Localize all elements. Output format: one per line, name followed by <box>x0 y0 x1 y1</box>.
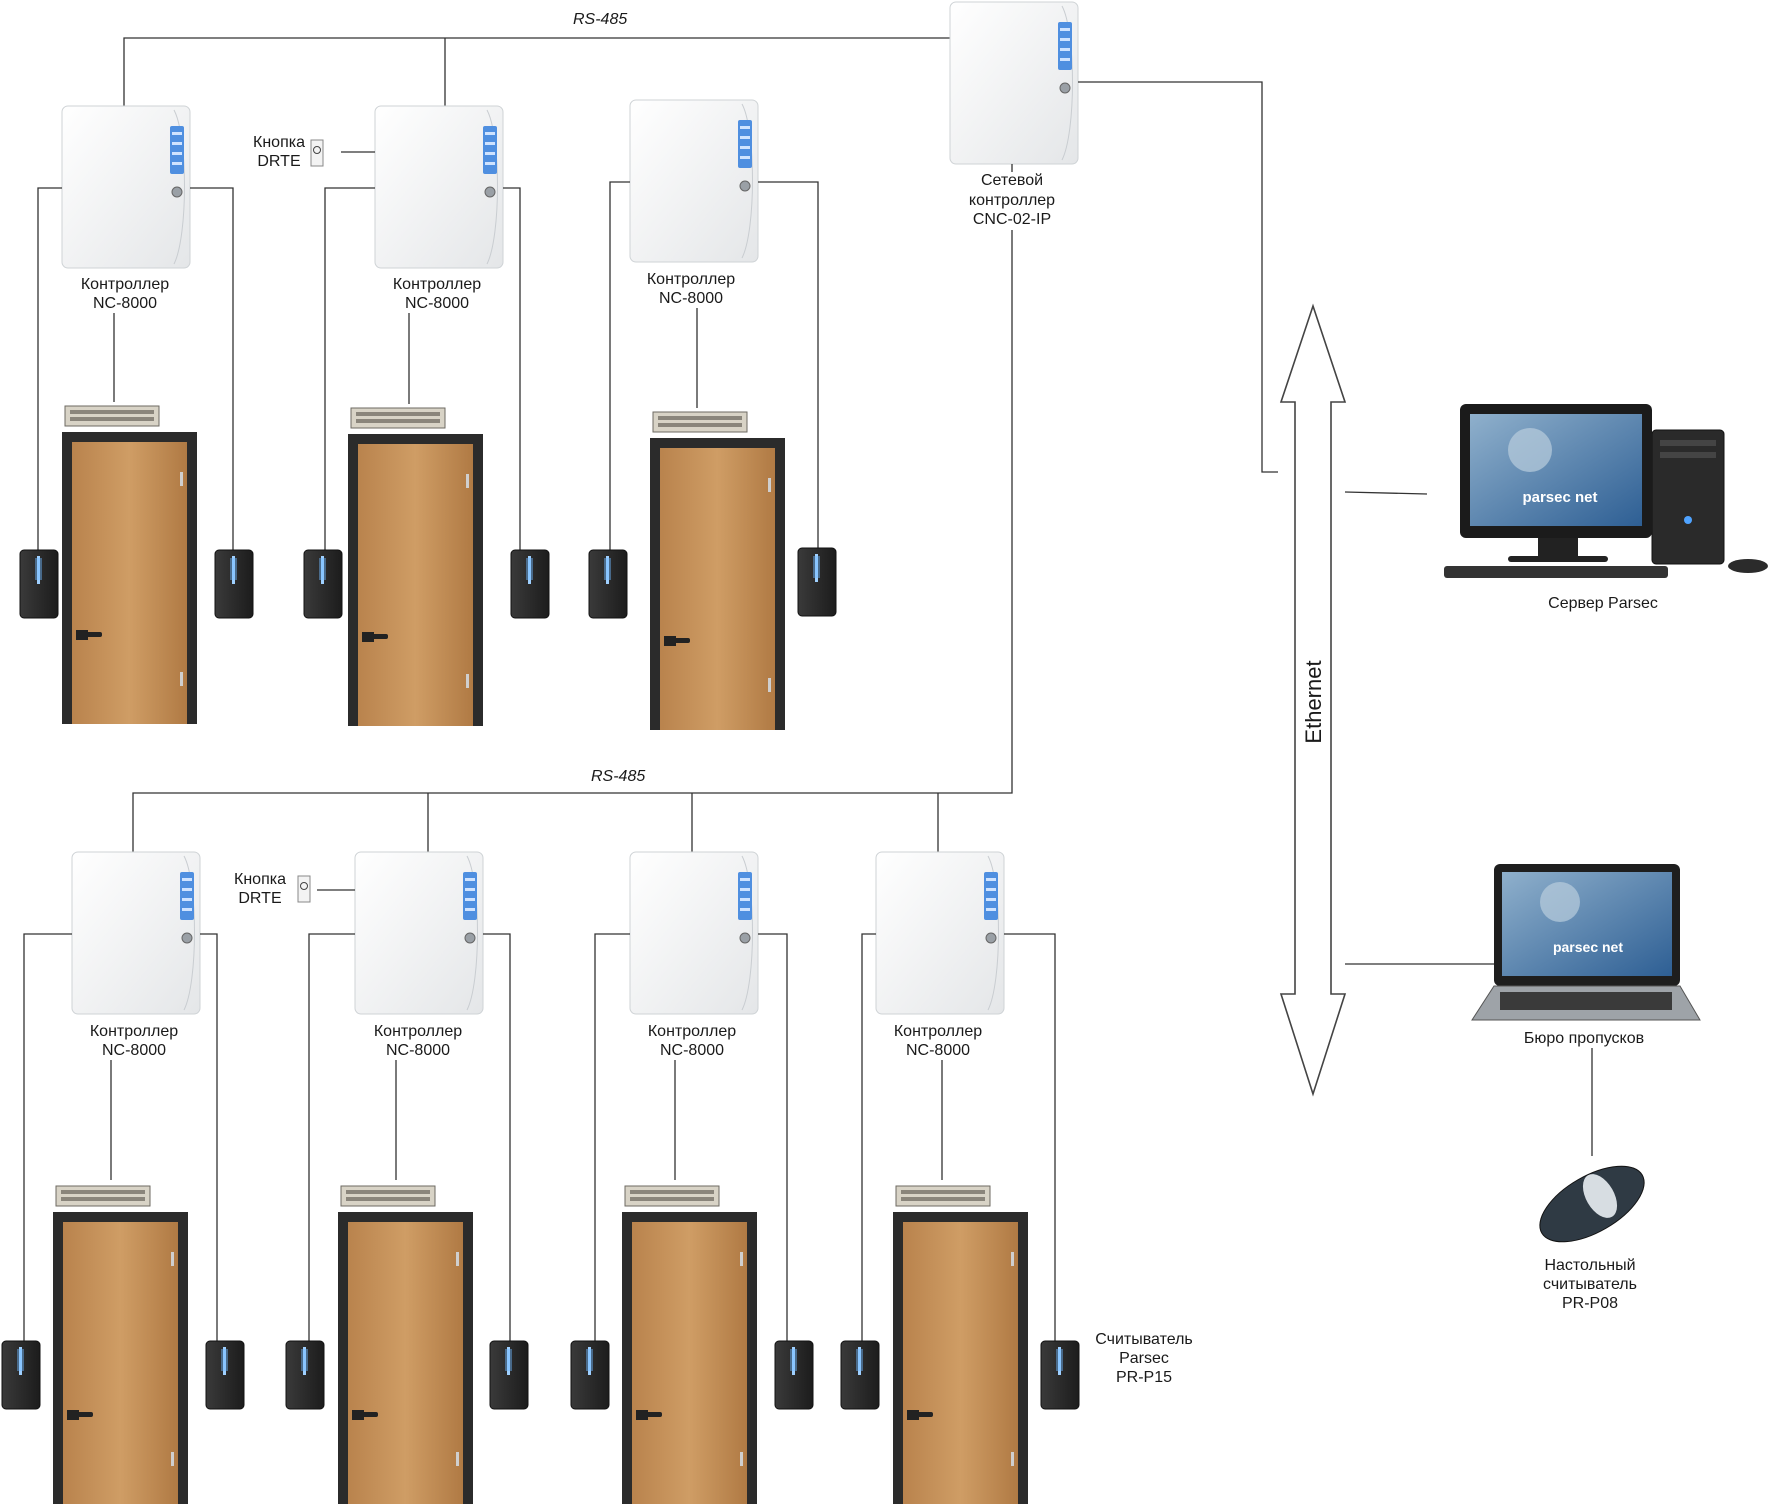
controller-bottom-3 <box>629 851 759 1015</box>
cnc-label-2: контроллер <box>969 192 1055 209</box>
button-top-label-1: Кнопка <box>253 134 305 151</box>
controller-bottom-3-label-2: NC-8000 <box>660 1042 724 1059</box>
server-link <box>1344 491 1428 495</box>
top-row-wiring <box>37 151 819 552</box>
reader-bottom-3a <box>570 1340 610 1410</box>
controller-bottom-2 <box>354 851 484 1015</box>
controller-top-3 <box>629 99 759 263</box>
bottom-row-wiring <box>23 889 1056 1344</box>
controller-bottom-2-label-1: Контроллер <box>374 1023 462 1040</box>
controller-bottom-1 <box>71 851 201 1015</box>
reader-bottom-4b <box>1040 1340 1080 1410</box>
cnc-label-1: Сетевой <box>981 172 1043 189</box>
controller-top-1-label-2: NC-8000 <box>93 295 157 312</box>
door-bottom-1 <box>52 1185 189 1505</box>
ethernet-label: Ethernet <box>1301 660 1326 743</box>
desk-reader-label-1: Настольный <box>1544 1257 1635 1274</box>
door-top-3 <box>649 411 786 731</box>
controller-bottom-3-label-1: Контроллер <box>648 1023 736 1040</box>
desk-reader-label-3: PR-P08 <box>1562 1295 1618 1312</box>
controller-top-3-label-2: NC-8000 <box>659 290 723 307</box>
controller-bottom-1-label-2: NC-8000 <box>102 1042 166 1059</box>
controller-top-1 <box>61 105 191 269</box>
ethernet-arrow <box>1279 303 1347 1097</box>
controller-top-2-label-1: Контроллер <box>393 276 481 293</box>
laptop-screen-brand: parsec net <box>1553 939 1623 955</box>
reader-top-3b <box>797 547 837 617</box>
controller-top-3-label-1: Контроллер <box>647 271 735 288</box>
controller-top-1-label-1: Контроллер <box>81 276 169 293</box>
reader-caption-3: PR-P15 <box>1116 1369 1172 1386</box>
exit-button-bottom <box>297 875 311 903</box>
door-bottom-2 <box>337 1185 474 1505</box>
reader-top-2b <box>510 549 550 619</box>
controller-bottom-4 <box>875 851 1005 1015</box>
rs485-bottom-label: RS-485 <box>591 768 645 785</box>
reader-bottom-3b <box>774 1340 814 1410</box>
door-top-1 <box>61 405 198 725</box>
button-bottom-label-1: Кнопка <box>234 871 286 888</box>
reader-top-1b <box>214 549 254 619</box>
door-top-2 <box>347 407 484 727</box>
reader-top-2a <box>303 549 343 619</box>
network-controller <box>949 1 1278 473</box>
button-top-label-2: DRTE <box>257 153 300 170</box>
reader-bottom-2a <box>285 1340 325 1410</box>
reader-caption-1: Считыватель <box>1095 1331 1193 1348</box>
server-screen-brand: parsec net <box>1522 489 1597 506</box>
cnc-label-3: CNC-02-IP <box>973 211 1051 228</box>
server-label: Сервер Parsec <box>1548 595 1658 612</box>
controller-bottom-2-label-2: NC-8000 <box>386 1042 450 1059</box>
rs485-top-bus <box>123 37 950 106</box>
reader-top-1a <box>19 549 59 619</box>
desk-reader-label-2: считыватель <box>1543 1276 1637 1293</box>
controller-bottom-1-label-1: Контроллер <box>90 1023 178 1040</box>
reader-bottom-1b <box>205 1340 245 1410</box>
reader-bottom-1a <box>1 1340 41 1410</box>
reader-caption-2: Parsec <box>1119 1350 1169 1367</box>
server-workstation: parsec net <box>1444 404 1768 578</box>
desk-reader <box>1539 1165 1645 1243</box>
rs485-bottom-bus <box>132 230 1013 852</box>
reader-top-3a <box>588 549 628 619</box>
controller-top-2 <box>374 105 504 269</box>
controller-top-2-label-2: NC-8000 <box>405 295 469 312</box>
laptop: parsec net <box>1471 864 1701 1021</box>
door-bottom-3 <box>621 1185 758 1505</box>
rs485-top-label: RS-485 <box>573 11 627 28</box>
door-bottom-4 <box>892 1185 1029 1505</box>
controller-bottom-4-label-2: NC-8000 <box>906 1042 970 1059</box>
controller-bottom-4-label-1: Контроллер <box>894 1023 982 1040</box>
exit-button-top <box>310 139 324 167</box>
button-bottom-label-2: DRTE <box>238 890 281 907</box>
reader-bottom-2b <box>489 1340 529 1410</box>
laptop-label: Бюро пропусков <box>1524 1030 1644 1047</box>
reader-bottom-4a <box>840 1340 880 1410</box>
